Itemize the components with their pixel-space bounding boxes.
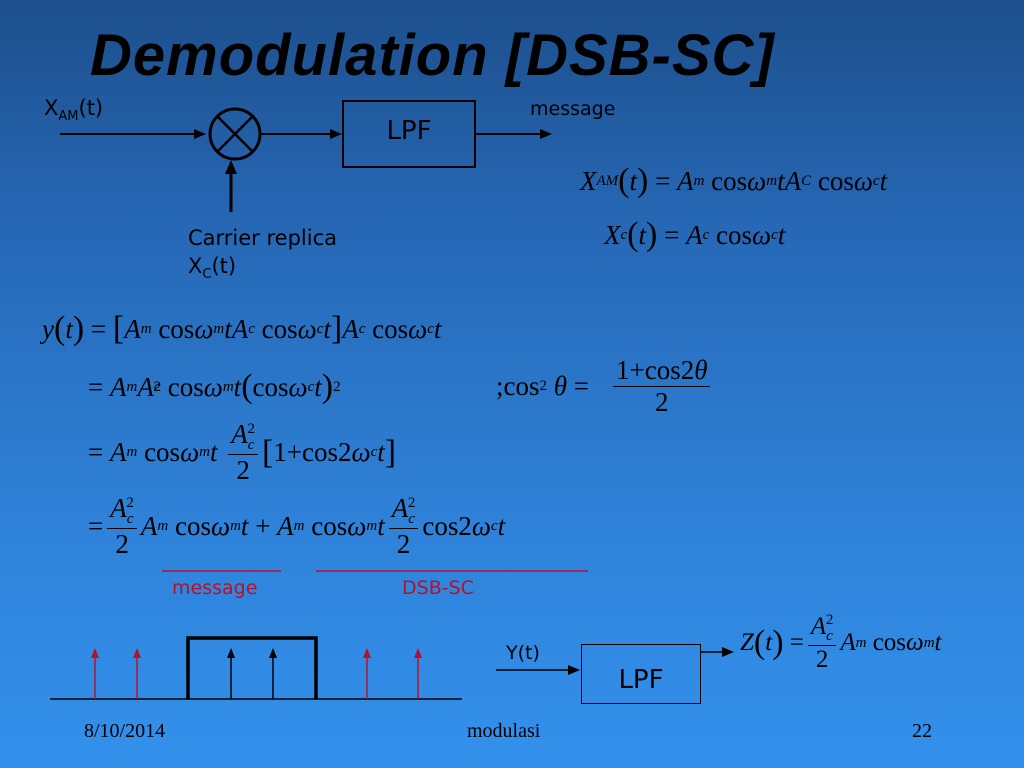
bottom-lpf-block: LPF [581, 644, 701, 704]
footer-page-number: 22 [912, 720, 932, 742]
spectral-line-black-1 [227, 648, 235, 699]
output-label: message [530, 98, 616, 120]
lpf-passband [186, 636, 318, 699]
carrier-label-line2: XC(t) [188, 254, 237, 283]
slide-title: Demodulation [DSB-SC] [90, 23, 775, 88]
bottom-lpf-label: LPF [618, 665, 664, 695]
footer-date: 8/10/2014 [84, 720, 166, 742]
annotation-message: message [172, 577, 258, 599]
spectral-line-red-1 [91, 648, 99, 699]
lpf-block: LPF [342, 100, 476, 168]
carrier-label-line1: Carrier replica [188, 226, 337, 250]
spectral-line-red-3 [363, 648, 371, 699]
footer-center: modulasi [467, 720, 541, 742]
lpf-label: LPF [386, 116, 432, 146]
annotation-dsbsc: DSB-SC [402, 577, 474, 599]
spectral-line-black-2 [269, 648, 277, 699]
y-input-label: Y(t) [506, 642, 540, 664]
spectral-line-red-2 [133, 648, 141, 699]
spectral-line-red-4 [414, 648, 422, 699]
input-label: XAM(t) [44, 96, 104, 125]
